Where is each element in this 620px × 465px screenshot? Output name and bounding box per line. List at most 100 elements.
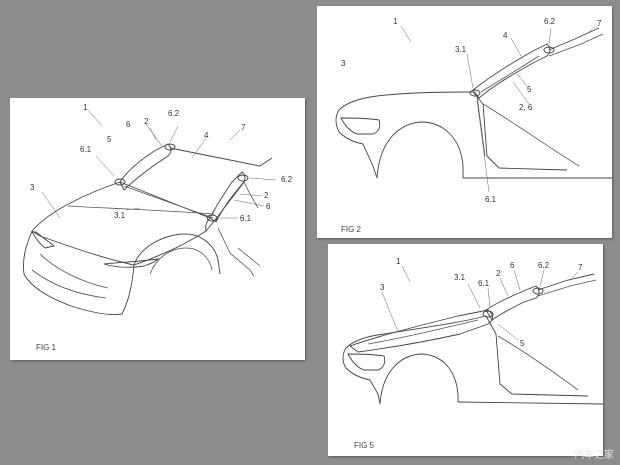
- fig1-leader-61: [95, 155, 115, 177]
- fig1-label-2: 2: [144, 117, 149, 126]
- fig1-label-4: 4: [204, 131, 209, 140]
- fig1-label-6b: 6: [266, 202, 271, 211]
- fig5-tether-lower: [537, 279, 597, 297]
- fig2-headlight: [340, 117, 381, 135]
- fig2-label-3-1: 3.1: [455, 45, 467, 54]
- fig1-windshield-rear: [243, 181, 259, 209]
- fig1-side-panel: [217, 227, 261, 277]
- fig5-label-5: 5: [520, 339, 525, 348]
- fig5-airbag-hood: [349, 309, 493, 353]
- fig1-label-6-1b: 6.1: [240, 214, 252, 223]
- fig1-hood-outline: [31, 181, 211, 266]
- fig5-airbag-hood-seam: [367, 319, 479, 345]
- fig1-body-lower: [23, 230, 135, 316]
- fig2-airbag: [472, 43, 551, 99]
- fig5-leader-7: [571, 271, 579, 279]
- fig1-airbag-right: [209, 171, 246, 223]
- figure-5-drawing: 1 3.1 6.1 2 6 6.2 7 3 5 FIG 5: [342, 257, 603, 450]
- fig5-window-line: [497, 335, 579, 391]
- fig1-leader-31: [125, 207, 141, 211]
- fig2-tether-lower: [548, 33, 604, 57]
- fig1-ring-61-right: [206, 214, 218, 222]
- fig1-front-grille: [39, 253, 109, 289]
- fig1-label-1: 1: [83, 103, 88, 112]
- fig1-strap-top: [169, 147, 273, 167]
- fig5-label-6-2: 6.2: [538, 261, 550, 270]
- fig5-label-3-1: 3.1: [454, 273, 466, 282]
- fig1-label-6: 6: [126, 120, 131, 129]
- figure-2-panel: 1 6.2 7 3.1 4 3 5 2, 6 6.1 FIG 2: [317, 6, 612, 238]
- fig2-label-3: 3: [341, 59, 346, 68]
- fig2-label-7: 7: [597, 19, 602, 28]
- fig5-label-6: 6: [510, 261, 515, 270]
- fig5-leader-31: [467, 283, 481, 309]
- figure-2-drawing: 1 6.2 7 3.1 4 3 5 2, 6 6.1 FIG 2: [335, 17, 612, 234]
- fig2-leader-61: [476, 99, 490, 193]
- fig1-bumper: [31, 269, 107, 299]
- fig2-label-4: 4: [503, 31, 508, 40]
- figure-1-drawing: 1 5 6.2 6 2 4 7 6.1 3 3.1 6.2 2 6 6.1 FI…: [23, 103, 293, 352]
- fig1-label-3-1: 3.1: [114, 211, 126, 220]
- fig5-label-2: 2: [496, 269, 501, 278]
- fig1-airbag-left: [119, 143, 172, 191]
- fig5-headlight: [347, 353, 386, 371]
- fig2-leader-4: [510, 37, 522, 57]
- fig2-front-wheel-arch: [376, 121, 464, 179]
- fig1-leader-7: [229, 129, 241, 141]
- fig5-label-3: 3: [380, 283, 385, 292]
- fig2-hood-front: [338, 91, 474, 111]
- fig1-wheel-arch-inner: [149, 247, 213, 275]
- fig1-leader-4: [191, 137, 207, 159]
- fig5-leader-5: [497, 323, 519, 341]
- fig2-leader-7: [586, 25, 596, 35]
- fig2-label-6-1: 6.1: [485, 195, 497, 204]
- fig1-leader-62: [169, 125, 179, 143]
- fig1-a-pillar: [205, 181, 245, 232]
- fig5-hood: [345, 315, 487, 349]
- fig1-label-2b: 2: [264, 191, 269, 200]
- fig2-ring-62: [543, 46, 555, 54]
- fig1-strap-cross: [67, 205, 215, 215]
- fig1-ring-62-right: [237, 174, 249, 182]
- fig1-headlight-right: [103, 258, 160, 268]
- fig2-a-pillar: [476, 95, 486, 157]
- fig1-leader-62b: [249, 177, 277, 181]
- fig5-leader-62: [539, 269, 545, 287]
- fig1-caption: FIG 1: [36, 343, 57, 352]
- fig5-door: [485, 315, 589, 397]
- fig1-ring-62-top: [164, 143, 176, 151]
- figure-5-panel: 1 3.1 6.1 2 6 6.2 7 3 5 FIG 5: [328, 244, 603, 456]
- fig2-label-6-2: 6.2: [544, 17, 556, 26]
- fig5-label-1: 1: [396, 257, 401, 266]
- fig1-label-3: 3: [30, 183, 35, 192]
- fig1-label-6-2: 6.2: [168, 109, 180, 118]
- figure-1-panel: 1 5 6.2 6 2 4 7 6.1 3 3.1 6.2 2 6 6.1 FI…: [10, 98, 305, 360]
- fig2-ring-61: [469, 89, 481, 97]
- fig2-leader-62: [548, 27, 552, 45]
- fig2-window-line: [482, 103, 580, 167]
- fig1-leader-2b: [239, 193, 263, 197]
- fig1-label-5: 5: [107, 135, 112, 144]
- fig5-leader-6: [513, 269, 521, 291]
- fig1-leader-3: [41, 191, 61, 219]
- fig2-leader-31: [466, 53, 474, 89]
- fig5-ring-61: [482, 310, 494, 318]
- fig2-airbag-seam: [480, 55, 540, 93]
- fig2-label-5: 5: [527, 85, 532, 94]
- fig5-tether: [537, 273, 595, 291]
- fig2-front-face: [335, 109, 378, 179]
- fig5-airbag-pillar: [485, 285, 540, 321]
- watermark: 汽车之家: [574, 450, 614, 461]
- fig1-leader-1: [87, 109, 103, 127]
- fig1-label-6-1: 6.1: [80, 145, 92, 154]
- fig5-leader-1: [401, 265, 411, 283]
- fig5-front-face: [342, 347, 381, 405]
- fig5-body-line: [457, 401, 603, 405]
- fig2-leader-1: [400, 25, 412, 43]
- fig2-door-top: [472, 91, 568, 171]
- fig2-label-1: 1: [393, 17, 398, 26]
- fig1-headlight: [31, 231, 55, 249]
- fig1-leader-6b: [233, 199, 265, 207]
- fig2-label-2-6: 2, 6: [519, 103, 533, 112]
- fig5-leader-61: [487, 287, 491, 309]
